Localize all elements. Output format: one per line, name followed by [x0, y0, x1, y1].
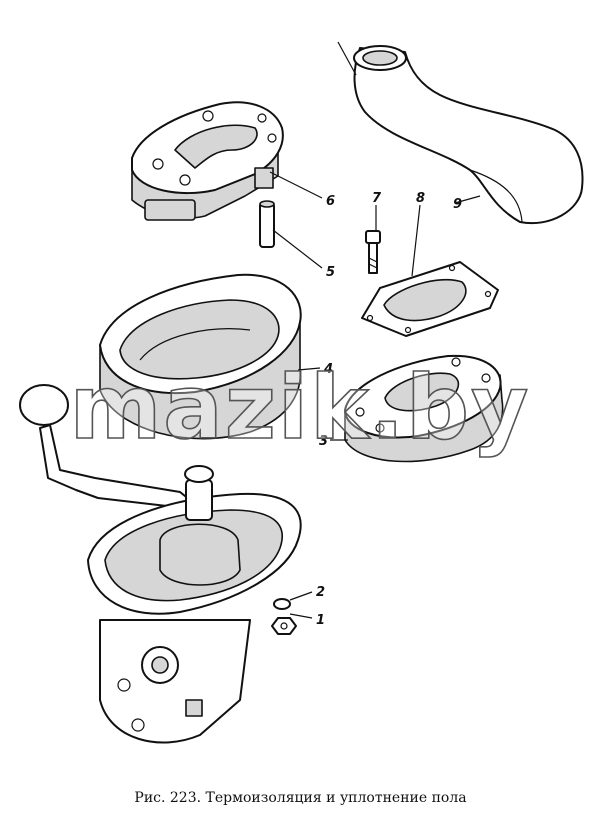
part-5-bushing	[259, 200, 275, 248]
callout-2: 2	[316, 585, 325, 600]
part-9-duct	[337, 41, 584, 225]
leader-lines	[269, 171, 481, 619]
callout-3: 3	[319, 434, 328, 449]
part-3-seal	[344, 354, 504, 463]
part-1-nut	[271, 617, 297, 635]
part-2-washer	[273, 598, 291, 610]
part-8-gasket	[361, 261, 499, 337]
callout-labels: 1 2 3 4 5 6 7 8 9	[316, 191, 462, 628]
figure-caption: Рис. 223. Термоизоляция и уплотнение пол…	[134, 790, 467, 806]
callout-9: 9	[453, 197, 462, 212]
callout-8: 8	[416, 191, 425, 206]
callout-1: 1	[316, 613, 325, 628]
callout-7: 7	[372, 191, 382, 206]
callout-4: 4	[323, 362, 333, 377]
watermark-text: mazik.by	[70, 356, 531, 459]
part-6-insulator	[131, 101, 284, 221]
callout-5: 5	[326, 265, 335, 280]
part-7-bolt	[365, 230, 381, 274]
part-4-tray	[99, 273, 302, 440]
callout-6: 6	[326, 194, 335, 209]
gear-lever-assembly	[19, 384, 302, 744]
